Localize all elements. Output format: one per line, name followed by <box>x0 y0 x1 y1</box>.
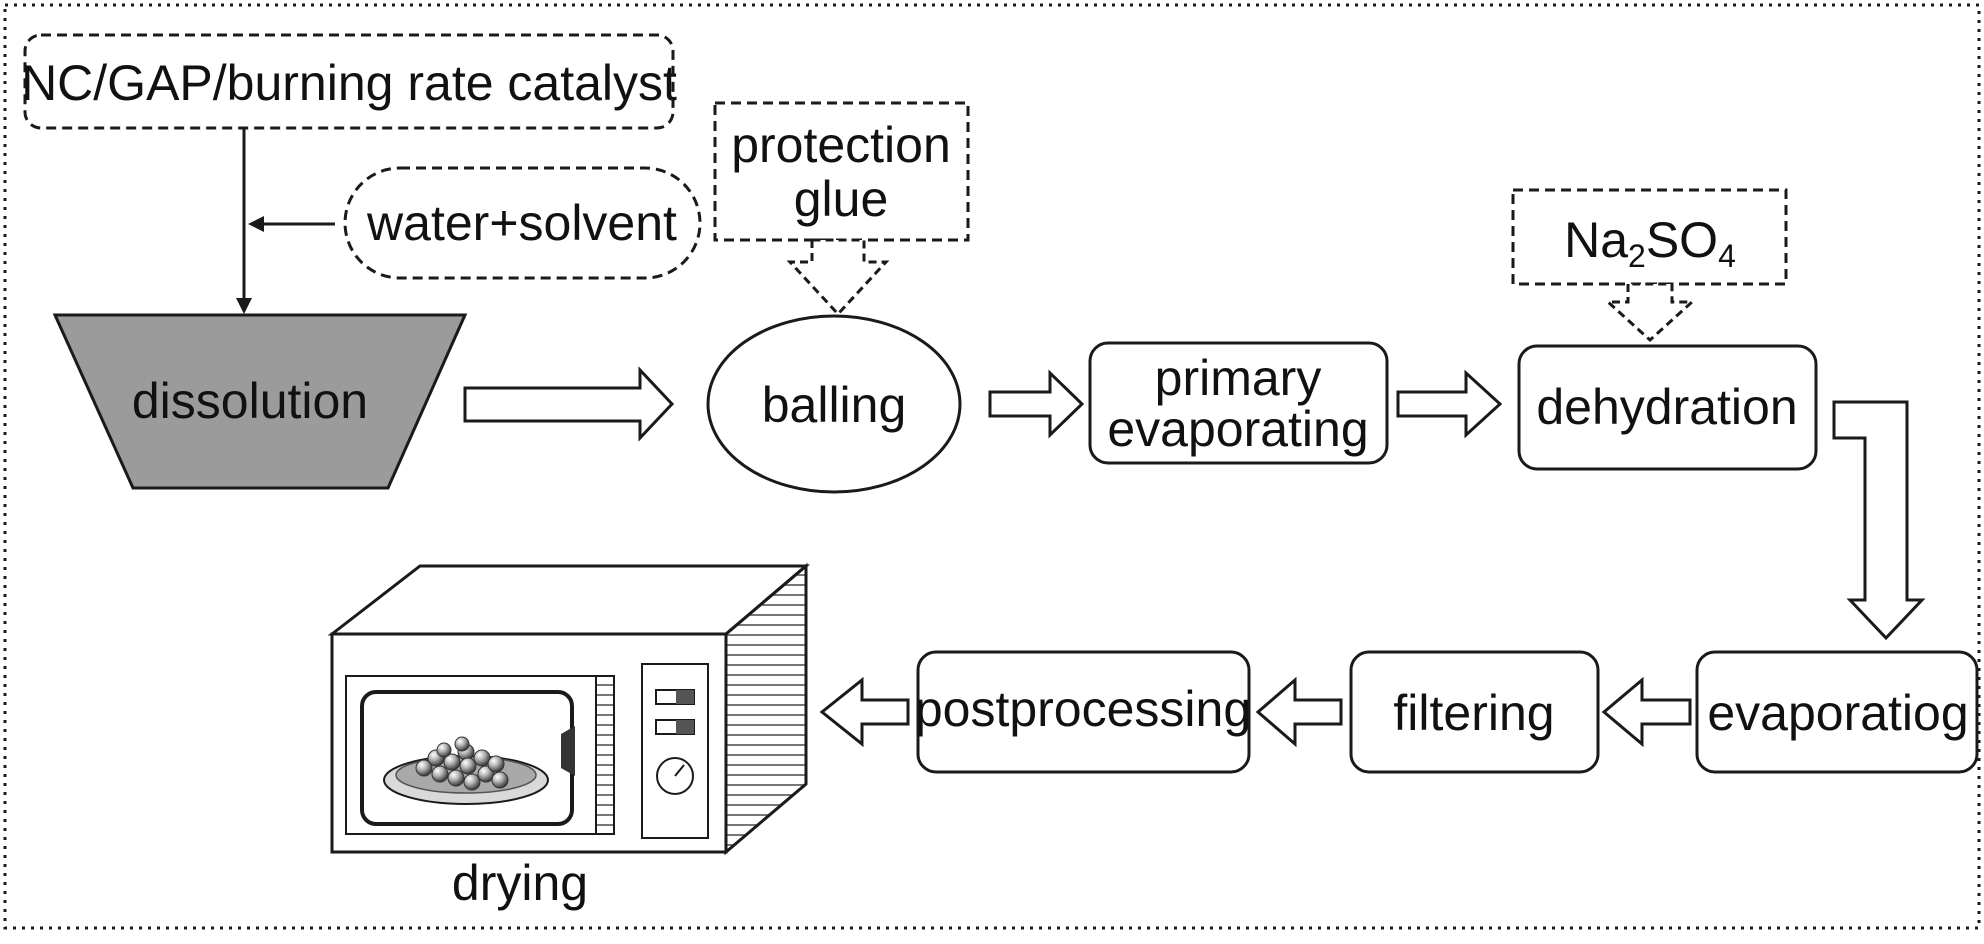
microwave-oven-icon <box>327 562 811 856</box>
filtering-label: filtering <box>1393 685 1554 741</box>
solvent-arrow <box>248 216 335 232</box>
balling-to-primary-arrow <box>988 369 1085 439</box>
primary-evaporating-step: primary evaporating <box>1088 341 1389 465</box>
sodium-sulfate-input: Na2SO4 <box>1511 188 1788 286</box>
materials-to-dissolution-arrow <box>236 128 252 314</box>
materials-input: NC/GAP/burning rate catalyst <box>21 33 677 130</box>
dehydration-step: dehydration <box>1517 344 1818 471</box>
materials-label: NC/GAP/burning rate catalyst <box>21 55 677 111</box>
primary-label-line2: evaporating <box>1107 401 1368 457</box>
filtering-to-postprocessing-arrow <box>1255 676 1343 748</box>
dehydration-label: dehydration <box>1536 379 1797 435</box>
sodium-sulfate-to-dehydration-arrow <box>1604 282 1696 343</box>
filtering-step: filtering <box>1349 650 1600 774</box>
dissolution-to-balling-arrow <box>463 366 675 442</box>
spherical-particles-icon <box>415 736 509 791</box>
solvent-label: water+solvent <box>366 195 677 251</box>
protection-label-line2: glue <box>794 171 889 227</box>
drying-label: drying <box>452 855 588 911</box>
evaporating-to-filtering-arrow <box>1601 676 1692 748</box>
balling-label: balling <box>762 377 907 433</box>
dehydration-to-evaporating-arrow <box>1832 400 1926 641</box>
protection-to-balling-arrow <box>786 238 890 317</box>
postprocessing-to-drying-arrow <box>819 676 910 748</box>
solvent-input: water+solvent <box>343 166 702 280</box>
dissolution-label: dissolution <box>132 373 368 429</box>
protection-label-line1: protection <box>731 117 951 173</box>
sodium-sulfate-label: Na2SO4 <box>1564 212 1736 274</box>
evaporating-label: evaporatiog <box>1707 685 1968 741</box>
dissolution-step: dissolution <box>52 313 468 490</box>
postprocessing-label: postprocessing <box>915 681 1251 737</box>
postprocessing-step: postprocessing <box>915 650 1251 774</box>
protection-glue-input: protection glue <box>713 101 970 242</box>
evaporating-step: evaporatiog <box>1695 650 1979 774</box>
balling-step: balling <box>706 314 962 494</box>
primary-label-line1: primary <box>1155 350 1322 406</box>
primary-to-dehydration-arrow <box>1396 369 1503 439</box>
